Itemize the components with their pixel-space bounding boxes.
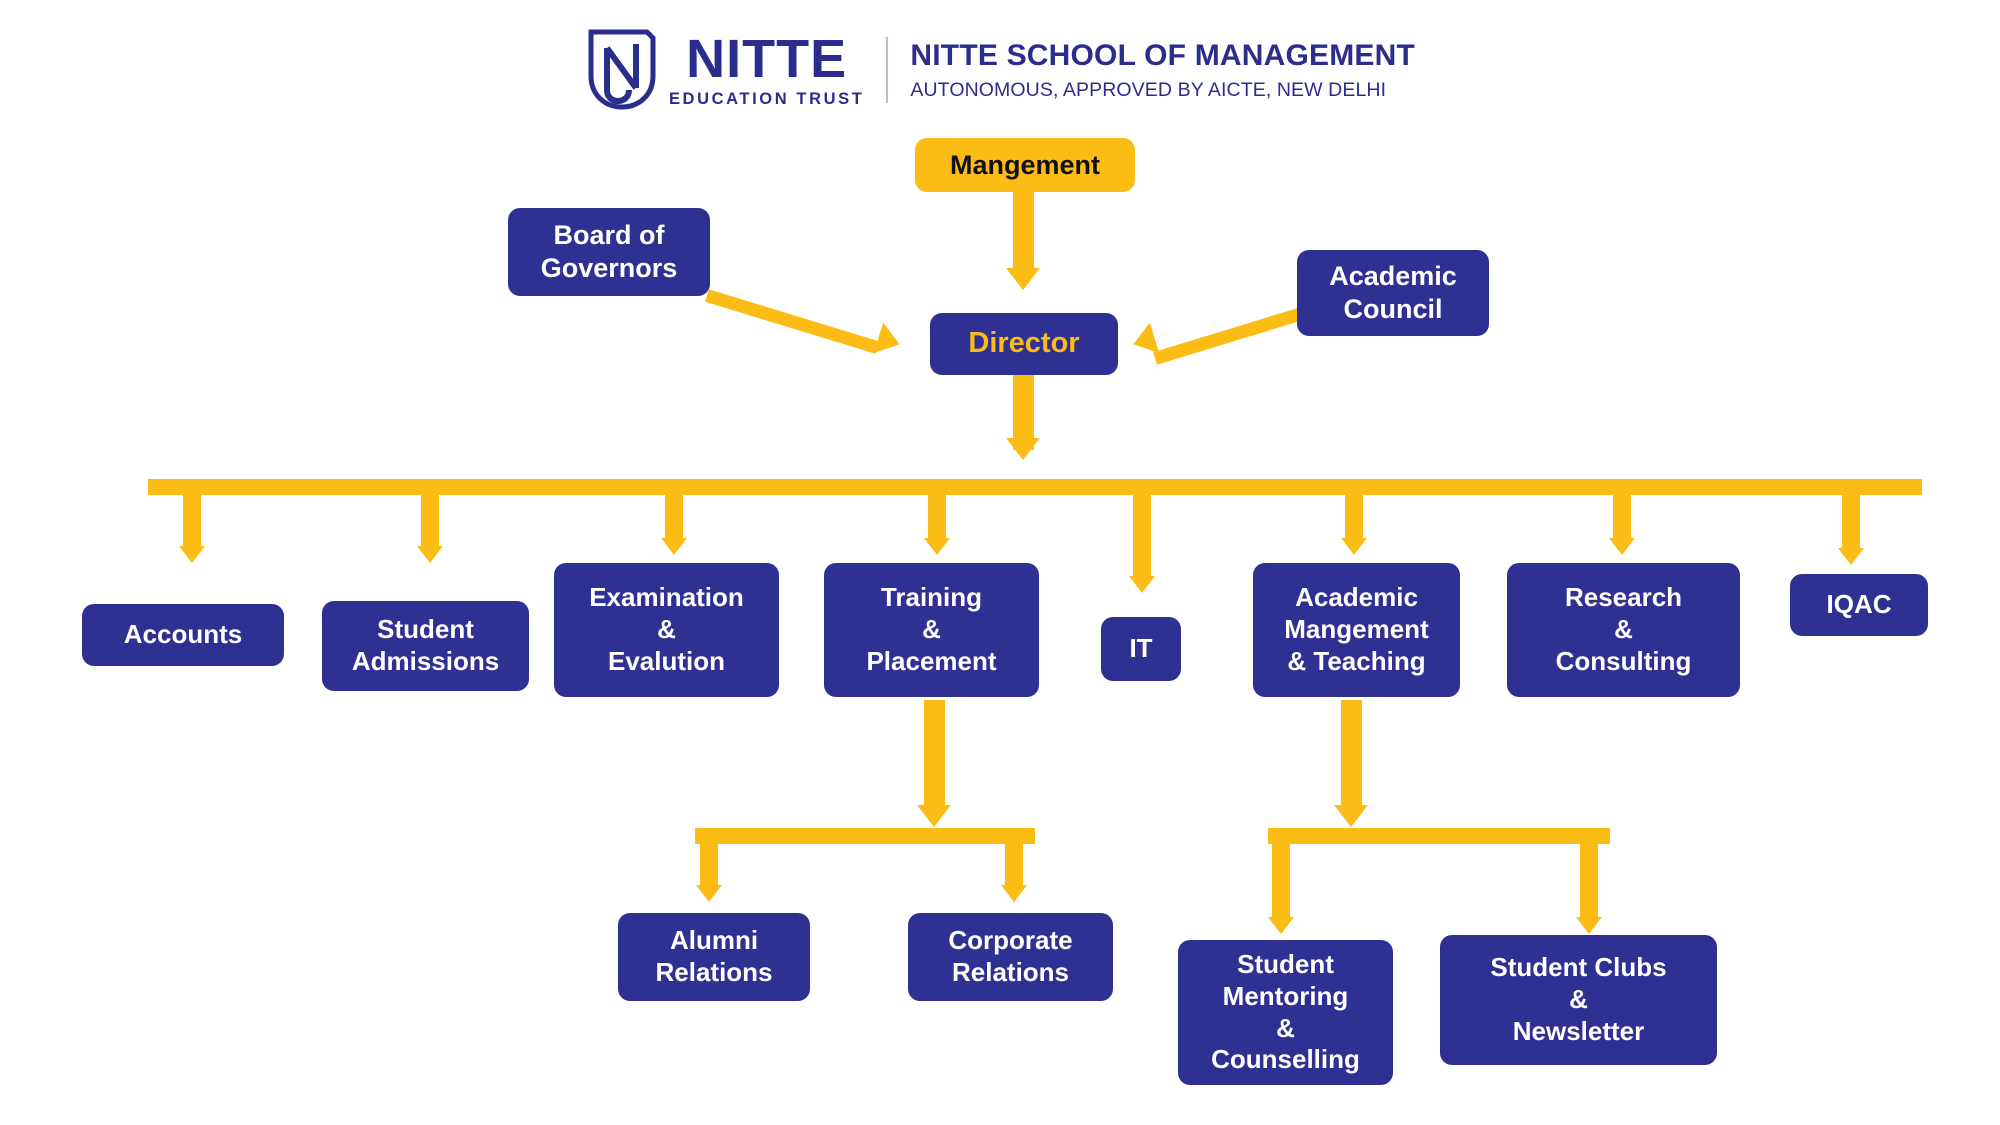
brand-header: NITTE EDUCATION TRUST NITTE SCHOOL OF MA… <box>0 28 2000 112</box>
node-iqac[interactable]: IQAC <box>1790 574 1928 636</box>
bus-drop-it <box>1133 490 1151 580</box>
edge-board-to-director-shaft <box>705 289 880 354</box>
node-student-mentoring-counselling[interactable]: Student Mentoring & Counselling <box>1178 940 1393 1085</box>
header-divider <box>886 37 889 103</box>
node-management[interactable]: Mangement <box>915 138 1135 192</box>
edge-director-to-bus-head <box>1006 438 1040 460</box>
node-academic-council[interactable]: Academic Council <box>1297 250 1489 336</box>
node-academic-mangement-teaching[interactable]: Academic Mangement & Teaching <box>1253 563 1460 697</box>
bus-drop-accounts <box>183 490 201 550</box>
bus-drop-examination-head <box>661 538 687 555</box>
edge-training-to-subbus-head <box>917 805 951 827</box>
node-student-clubs-newsletter[interactable]: Student Clubs & Newsletter <box>1440 935 1717 1065</box>
bus-drop-accounts-head <box>179 546 205 563</box>
node-accounts[interactable]: Accounts <box>82 604 284 666</box>
training-sub-bus <box>695 828 1035 844</box>
bus-drop-iqac <box>1842 490 1860 552</box>
bus-drop-it-head <box>1129 576 1155 593</box>
brand-tagline: EDUCATION TRUST <box>668 90 865 109</box>
node-alumni-relations[interactable]: Alumni Relations <box>618 913 810 1001</box>
subbus-drop-alumni <box>700 839 718 889</box>
bus-drop-academic-mangement <box>1345 490 1363 542</box>
edge-management-to-director-head <box>1006 268 1040 290</box>
bus-drop-student-admissions-head <box>417 546 443 563</box>
bus-drop-examination <box>665 490 683 542</box>
node-student-admissions[interactable]: Student Admissions <box>322 601 529 691</box>
main-distribution-bus <box>148 479 1922 495</box>
edge-training-to-subbus-stem <box>924 700 945 810</box>
nitte-shield-logo-icon <box>585 28 659 112</box>
node-board-of-governors[interactable]: Board of Governors <box>508 208 710 296</box>
bus-drop-iqac-head <box>1838 548 1864 565</box>
subbus-drop-alumni-head <box>696 885 722 902</box>
edge-academic-to-subbus-stem <box>1341 700 1362 810</box>
bus-drop-training-head <box>924 538 950 555</box>
edge-board-to-director-head <box>873 322 905 360</box>
node-director[interactable]: Director <box>930 313 1118 375</box>
bus-drop-academic-mangement-head <box>1341 538 1367 555</box>
school-subtitle: AUTONOMOUS, APPROVED BY AICTE, NEW DELHI <box>910 78 1387 101</box>
subbus-drop-student-clubs-head <box>1576 917 1602 934</box>
node-examination-evalution[interactable]: Examination & Evalution <box>554 563 779 697</box>
brand-wordmark: NITTE EDUCATION TRUST <box>669 32 864 108</box>
school-identity: NITTE SCHOOL OF MANAGEMENT AUTONOMOUS, A… <box>910 38 1415 101</box>
subbus-drop-corporate <box>1005 839 1023 889</box>
node-corporate-relations[interactable]: Corporate Relations <box>908 913 1113 1001</box>
bus-drop-research-head <box>1609 538 1635 555</box>
school-name: NITTE SCHOOL OF MANAGEMENT <box>910 39 1416 73</box>
subbus-drop-corporate-head <box>1001 885 1027 902</box>
subbus-drop-student-mentoring <box>1272 839 1290 921</box>
edge-council-to-director-head <box>1128 322 1160 360</box>
edge-academic-to-subbus-head <box>1334 805 1368 827</box>
subbus-drop-student-mentoring-head <box>1268 917 1294 934</box>
edge-management-to-director-stem <box>1013 192 1034 270</box>
bus-drop-student-admissions <box>421 490 439 550</box>
academic-sub-bus <box>1268 828 1610 844</box>
node-research-consulting[interactable]: Research & Consulting <box>1507 563 1740 697</box>
bus-drop-training <box>928 490 946 542</box>
brand-name: NITTE <box>686 29 848 90</box>
node-training-placement[interactable]: Training & Placement <box>824 563 1039 697</box>
bus-drop-research <box>1613 490 1631 542</box>
subbus-drop-student-clubs <box>1580 839 1598 921</box>
node-it[interactable]: IT <box>1101 617 1181 681</box>
edge-director-to-bus-stem <box>1013 372 1034 450</box>
